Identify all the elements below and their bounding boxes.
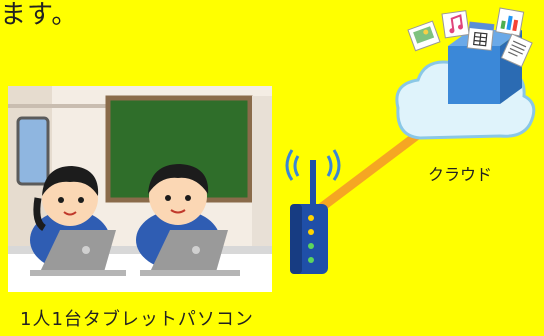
- tablet-label: 1人1台タブレットパソコン: [20, 309, 254, 330]
- bar-chart-icon: [495, 7, 525, 37]
- calendar-icon: [466, 21, 495, 51]
- photo-icon: [407, 20, 441, 52]
- document-icon: [500, 33, 533, 68]
- wifi-router-icon: [285, 149, 341, 274]
- music-note-icon: [441, 10, 470, 39]
- cloud-label: クラウド: [428, 165, 493, 184]
- laptop-icon: [30, 230, 126, 276]
- intro-text-fragment: ます。: [0, 0, 79, 30]
- laptop-icon: [140, 230, 240, 276]
- cloud-storage-icon: [395, 30, 536, 140]
- classroom-illustration: [8, 86, 272, 292]
